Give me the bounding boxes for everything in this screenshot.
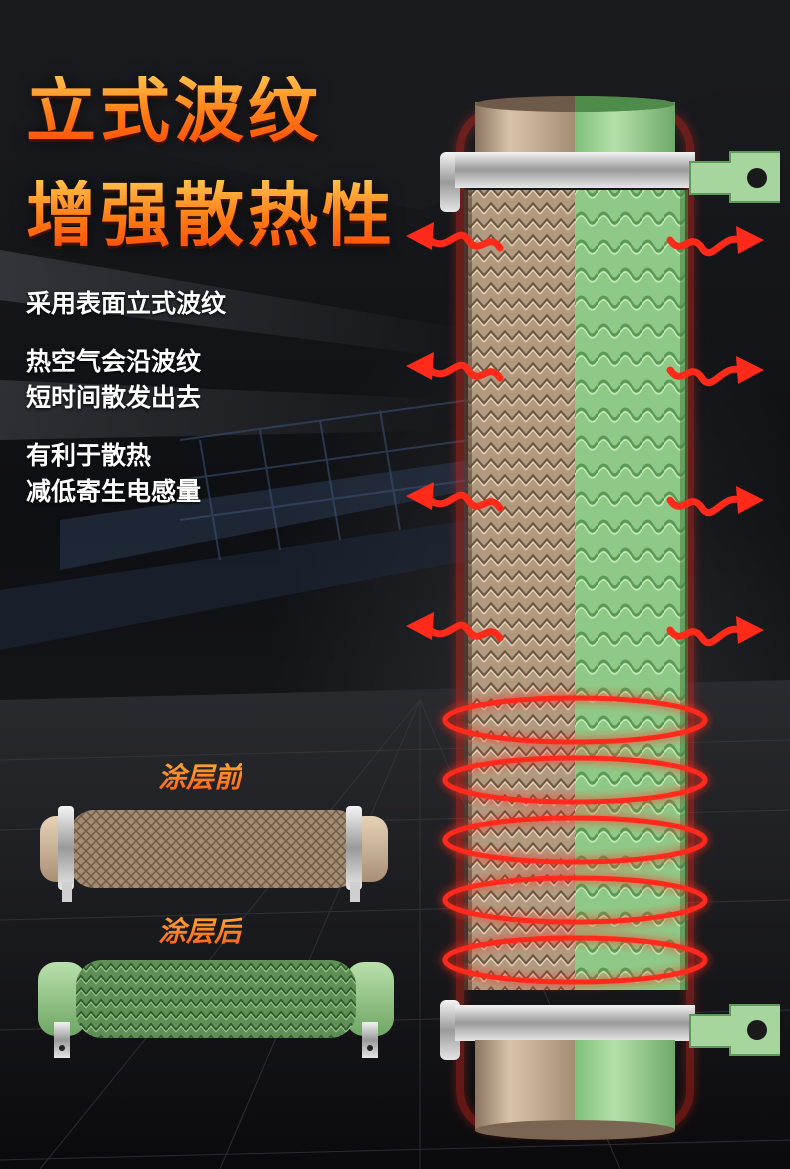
vertical-resistor-illustration xyxy=(440,96,780,1140)
label-before-coating: 涂层前 xyxy=(158,756,242,796)
feature-text: 热空气会沿波纹 xyxy=(26,347,202,376)
heat-wave-arrow-icon xyxy=(406,222,504,252)
label-after-coating: 涂层后 xyxy=(158,910,242,950)
feature-item: 有利于散热 减低寄生电感量 xyxy=(26,438,326,510)
headline-line-1: 立式波纹 xyxy=(26,70,322,152)
heat-wave-arrow-icon xyxy=(666,226,764,257)
heat-wave-arrow-icon xyxy=(666,356,764,387)
feature-text: 采用表面立式波纹 xyxy=(26,289,227,318)
heat-wave-arrow-icon xyxy=(406,352,504,382)
heat-wave-arrow-icon xyxy=(406,612,504,642)
feature-item: 采用表面立式波纹 xyxy=(26,286,326,322)
uncoated-resistor-image xyxy=(40,806,388,902)
feature-item: 热空气会沿波纹 短时间散发出去 xyxy=(26,344,326,416)
heat-wave-arrow-icon xyxy=(666,616,764,647)
heat-wave-arrow-icon xyxy=(406,482,504,512)
heat-wave-arrow-icon xyxy=(666,486,764,517)
coated-resistor-image xyxy=(38,960,394,1058)
feature-text: 短时间散发出去 xyxy=(26,383,202,412)
feature-text: 减低寄生电感量 xyxy=(26,477,202,506)
feature-text: 有利于散热 xyxy=(26,441,152,470)
feature-list: 采用表面立式波纹 热空气会沿波纹 短时间散发出去 有利于散热 减低寄生电感量 xyxy=(26,286,326,532)
headline-line-2: 增强散热性 xyxy=(26,174,396,256)
